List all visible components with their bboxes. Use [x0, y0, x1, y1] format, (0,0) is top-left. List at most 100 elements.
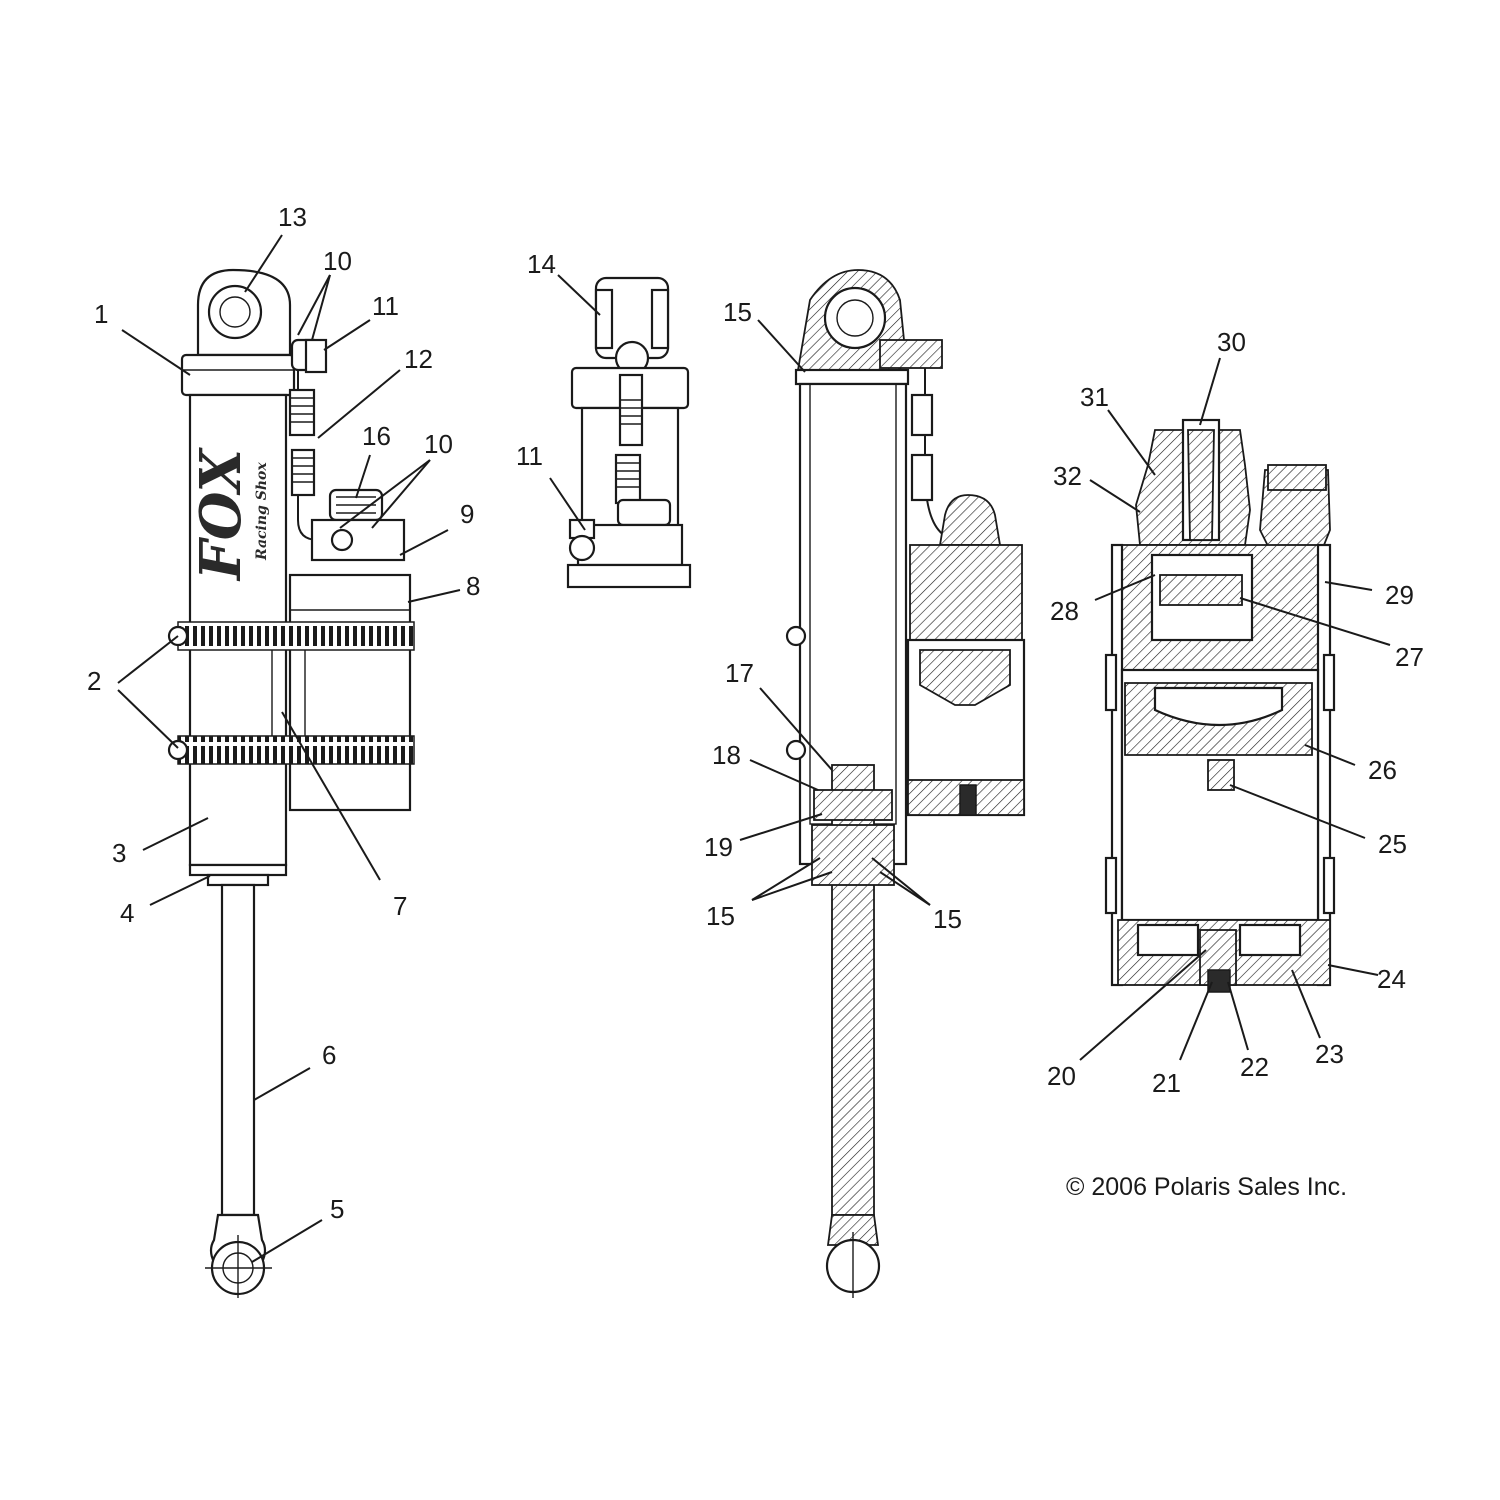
- leader-29: [1324, 581, 1373, 591]
- leader-2b: [117, 689, 179, 749]
- leader-30: [1199, 357, 1221, 426]
- detail-endcap-pocket-right: [1238, 923, 1302, 957]
- leader-20: [1079, 949, 1207, 1061]
- detail-piston-bolt: [1207, 759, 1235, 791]
- section-hose-fitting: [879, 339, 943, 369]
- callout-10-top: 10: [323, 246, 352, 276]
- fox-logo: FOX: [188, 446, 254, 582]
- upper-clamp-band: [177, 621, 415, 651]
- callout-32: 32: [1053, 461, 1082, 491]
- leader-26: [1304, 744, 1356, 766]
- front-reservoir-cap: [616, 498, 672, 527]
- copyright-notice: © 2006 Polaris Sales Inc.: [1066, 1173, 1347, 1201]
- callout-5: 5: [330, 1194, 344, 1224]
- callout-15-right: 15: [933, 904, 962, 934]
- callout-22: 22: [1240, 1052, 1269, 1082]
- front-fitting-bolt: [568, 534, 596, 562]
- section-clamp-screw-upper: [785, 625, 807, 647]
- section-hose-sleeve: [910, 393, 934, 437]
- callout-31: 31: [1080, 382, 1109, 412]
- detail-outer-wall-left: [1110, 543, 1124, 987]
- callout-26: 26: [1368, 755, 1397, 785]
- leader-10b-1: [339, 459, 431, 529]
- leader-15b-1: [751, 857, 821, 901]
- section-hose-sleeve-lower: [910, 453, 934, 502]
- callout-6: 6: [322, 1040, 336, 1070]
- leader-21: [1179, 981, 1213, 1061]
- front-hose-lower-ribs: [616, 462, 640, 488]
- hose-fitting-nut: [304, 338, 328, 374]
- callout-1: 1: [94, 299, 108, 329]
- detail-outer-lip-left-lower: [1104, 856, 1118, 915]
- leader-7: [281, 711, 381, 881]
- callout-17: 17: [725, 658, 754, 688]
- detail-side-fitting-cap: [1267, 464, 1327, 491]
- callout-9: 9: [460, 499, 474, 529]
- callout-19: 19: [704, 832, 733, 862]
- fox-logo-subtext: Racing Shox: [254, 462, 270, 561]
- front-eyelet-bushing-right: [650, 288, 670, 350]
- detail-outer-lip-right-lower: [1322, 856, 1336, 915]
- front-hose-upper: [618, 373, 644, 447]
- leader-5: [251, 1219, 323, 1263]
- front-view: [566, 276, 692, 589]
- leader-10a-1: [297, 274, 331, 336]
- leader-14: [557, 274, 601, 316]
- hose-upper-ribs: [290, 397, 314, 423]
- leader-13: [244, 234, 283, 293]
- section-piston: [813, 789, 893, 821]
- callout-4: 4: [120, 898, 134, 928]
- leader-31: [1107, 409, 1156, 476]
- leader-9: [399, 529, 449, 556]
- leader-32: [1089, 479, 1141, 513]
- section-bottom-eyelet: [826, 1214, 880, 1246]
- callout-3: 3: [112, 838, 126, 868]
- callout-24: 24: [1377, 964, 1406, 994]
- leader-2a: [117, 635, 179, 684]
- leader-4: [149, 875, 211, 906]
- callout-18: 18: [712, 740, 741, 770]
- leader-10b-2: [371, 459, 431, 529]
- section-floating-piston: [919, 649, 1011, 706]
- detail-endcap-pocket-left: [1136, 923, 1200, 957]
- callout-16: 16: [362, 421, 391, 451]
- reservoir-fitting-nut: [330, 528, 354, 552]
- cross-section-view: [785, 269, 1026, 1298]
- front-hose-upper-ribs: [620, 399, 642, 425]
- bottom-bushing: [206, 873, 270, 887]
- hose-lower-ribs: [292, 457, 314, 483]
- section-eyelet-bushing: [823, 286, 887, 350]
- leader-24: [1327, 964, 1379, 976]
- leader-19: [739, 813, 823, 841]
- callout-8: 8: [466, 571, 480, 601]
- section-clamp-screw-lower: [785, 739, 807, 761]
- top-eyelet-bushing: [207, 284, 263, 340]
- front-eyelet-bushing: [594, 288, 614, 350]
- callout-23: 23: [1315, 1039, 1344, 1069]
- callout-11-front: 11: [516, 441, 543, 471]
- section-cap-ring: [794, 368, 910, 386]
- leader-22: [1227, 981, 1249, 1051]
- top-eyelet-bore: [219, 296, 251, 328]
- leader-15a: [757, 319, 806, 373]
- callout-7: 7: [393, 891, 407, 921]
- reservoir-cylinder: [288, 573, 412, 812]
- body-cap-ring: [180, 353, 296, 397]
- section-seal-head: [811, 824, 895, 886]
- leader-11a: [323, 319, 371, 351]
- leader-15c-2: [879, 871, 931, 906]
- leader-15b-2: [751, 871, 833, 901]
- leader-17: [759, 687, 833, 771]
- detail-adjuster-screw: [1187, 429, 1215, 541]
- callout-2: 2: [87, 666, 101, 696]
- detail-valve-stack: [1159, 574, 1243, 606]
- callout-14: 14: [527, 249, 556, 279]
- section-reservoir-cap: [938, 494, 1002, 546]
- leader-10a-2: [311, 274, 331, 341]
- callout-20: 20: [1047, 1061, 1076, 1091]
- leader-18: [749, 759, 819, 791]
- leader-1: [121, 329, 191, 376]
- shock-shaft: [220, 883, 256, 1217]
- callout-15-top: 15: [723, 297, 752, 327]
- detail-outer-wall-right: [1316, 543, 1332, 987]
